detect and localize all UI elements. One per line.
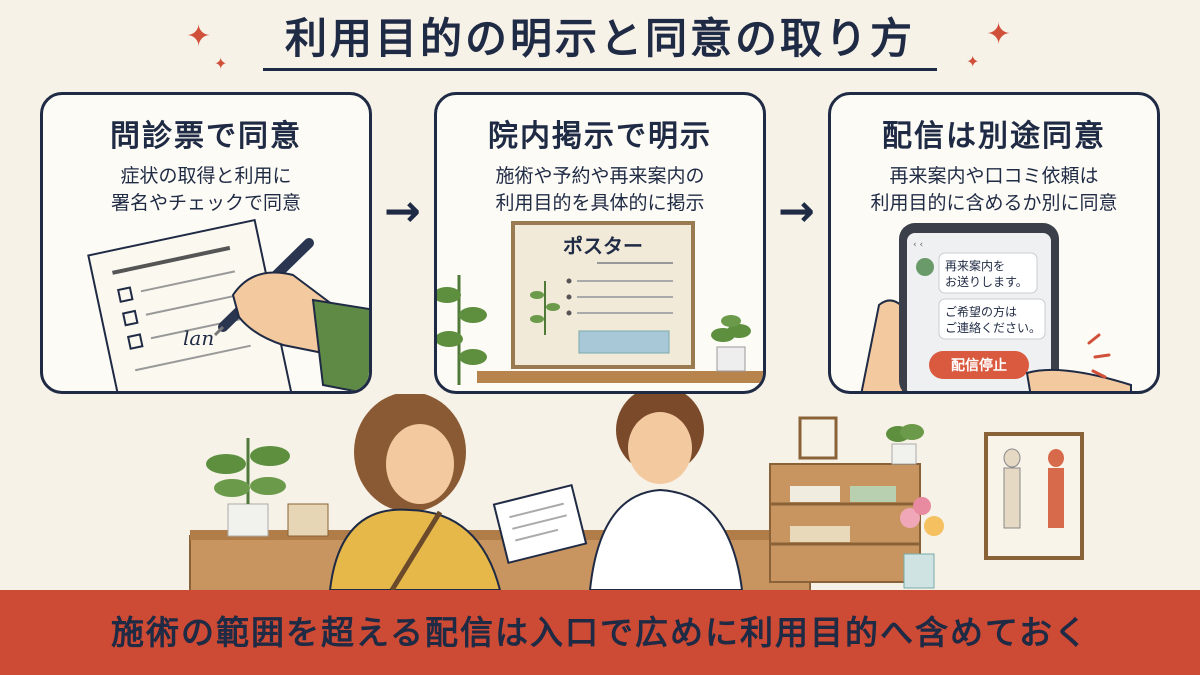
reception-scene xyxy=(189,394,1084,590)
panel-description-line: 利用目的に含めるか別に同意 xyxy=(870,191,1118,214)
panel-description-line: 署名やチェックで同意 xyxy=(110,191,301,214)
panel-description: 施術や予約や再来案内の 利用目的を具体的に掲示 xyxy=(437,163,763,216)
panel-description-line: 利用目的を具体的に掲示 xyxy=(495,191,705,214)
unsubscribe-button-label: 配信停止 xyxy=(951,357,1007,374)
poster-board xyxy=(511,221,695,369)
arrow-right-icon: → xyxy=(778,186,815,237)
phone-status: ‹ ‹ xyxy=(913,240,923,250)
panel-description: 再来案内や口コミ依頼は 利用目的に含めるか別に同意 xyxy=(831,163,1157,216)
document-icon xyxy=(492,484,588,564)
message-line: ご連絡ください。 xyxy=(945,320,1041,335)
panel-description-line: 再来案内や口コミ依頼は xyxy=(889,165,1099,187)
panel-notice: 院内掲示で明示 施術や予約や再来案内の 利用目的を具体的に掲示 ポスター xyxy=(434,92,766,394)
plant-icon xyxy=(530,281,560,335)
checkbox-icon xyxy=(126,333,144,350)
panel-heading: 配信は別途同意 xyxy=(882,119,1106,154)
shelf xyxy=(769,463,921,583)
message-line: 再来案内を xyxy=(945,258,1005,273)
flower-vase-icon xyxy=(900,497,944,589)
panel-description-line: 施術や予約や再来案内の xyxy=(495,165,705,187)
arrow-right-icon: → xyxy=(384,186,421,237)
checkbox-icon xyxy=(121,309,139,327)
panel-description: 症状の取得と利用に 署名やチェックで同意 xyxy=(43,163,369,216)
notice-illustration: ポスター xyxy=(437,221,763,385)
sparkle-icon: ✦ xyxy=(186,19,212,54)
plant-icon xyxy=(437,275,487,385)
questionnaire-illustration: lan xyxy=(87,218,369,391)
hand-illustration xyxy=(231,271,369,391)
user-icon xyxy=(916,258,934,276)
panel-description-line: 症状の取得と利用に xyxy=(120,165,292,187)
plant-icon xyxy=(206,438,290,537)
panel-questionnaire: 問診票で同意 症状の取得と利用に 署名やチェックで同意 lan xyxy=(40,92,372,394)
signature-text: lan xyxy=(183,326,214,350)
phone-illustration: ‹ ‹ 再来案内を お送りします。 ご希望の方は ご連絡ください。 配信停止 xyxy=(860,223,1132,391)
title-area: 利用目的の明示と同意の取り方 xyxy=(0,8,1200,82)
questionnaire-paper xyxy=(87,218,296,391)
summary-banner: 施術の範囲を超える配信は入口で広めに利用目的へ含めておく xyxy=(0,590,1200,675)
sparkle-icon: ✦ xyxy=(966,52,980,71)
message-line: ご希望の方は xyxy=(945,304,1017,319)
page-title: 利用目的の明示と同意の取り方 xyxy=(262,8,937,72)
plant-icon xyxy=(711,315,751,372)
patient-figure xyxy=(328,394,502,590)
staff-figure xyxy=(588,394,744,590)
panel-heading: 院内掲示で明示 xyxy=(488,119,712,154)
checkbox-icon xyxy=(116,286,134,303)
plant-icon xyxy=(886,424,924,465)
sparkle-icon: ✦ xyxy=(214,54,228,73)
panel-distribution: 配信は別途同意 再来案内や口コミ依頼は 利用目的に含めるか別に同意 ‹ ‹ 再来… xyxy=(828,92,1160,394)
poster-title: ポスター xyxy=(563,234,643,258)
unsubscribe-button[interactable] xyxy=(929,351,1029,379)
message-line: お送りします。 xyxy=(945,274,1028,289)
anatomy-poster xyxy=(984,432,1084,560)
tap-lines-icon xyxy=(1087,333,1111,379)
panel-heading: 問診票で同意 xyxy=(110,119,302,154)
sparkle-icon: ✦ xyxy=(986,17,1012,52)
